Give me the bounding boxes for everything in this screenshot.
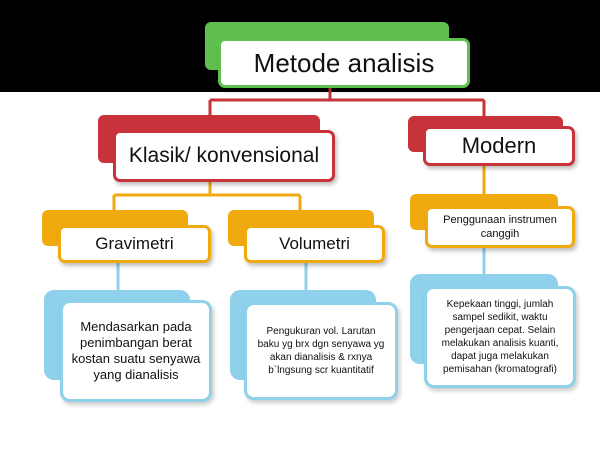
volumetri-node: Volumetri [244,225,385,263]
instrumen-node: Penggunaan instrumen canggih [425,206,575,248]
root-node: Metode analisis [218,38,470,88]
gravimetri-description-text: Mendasarkan pada penimbangan berat kosta… [71,319,201,382]
modern-description: Kepekaan tinggi, jumlah sampel sedikit, … [424,286,576,388]
volumetri-description: Pengukuran vol. Larutan baku yg brx dgn … [244,302,398,400]
volumetri-node-label: Volumetri [279,234,350,253]
root-node-label: Metode analisis [253,47,435,78]
modern-description-text: Kepekaan tinggi, jumlah sampel sedikit, … [441,299,559,375]
klasik-node-label: Klasik/ konvensional [128,144,320,167]
gravimetri-node-label: Gravimetri [95,234,174,253]
modern-node-label: Modern [461,133,537,158]
instrumen-node-label: Penggunaan instrumen canggih [443,214,557,240]
volumetri-description-text: Pengukuran vol. Larutan baku yg brx dgn … [257,326,385,376]
gravimetri-node: Gravimetri [58,225,211,263]
gravimetri-description: Mendasarkan pada penimbangan berat kosta… [60,300,212,402]
modern-node: Modern [423,126,575,166]
klasik-node: Klasik/ konvensional [113,130,335,182]
